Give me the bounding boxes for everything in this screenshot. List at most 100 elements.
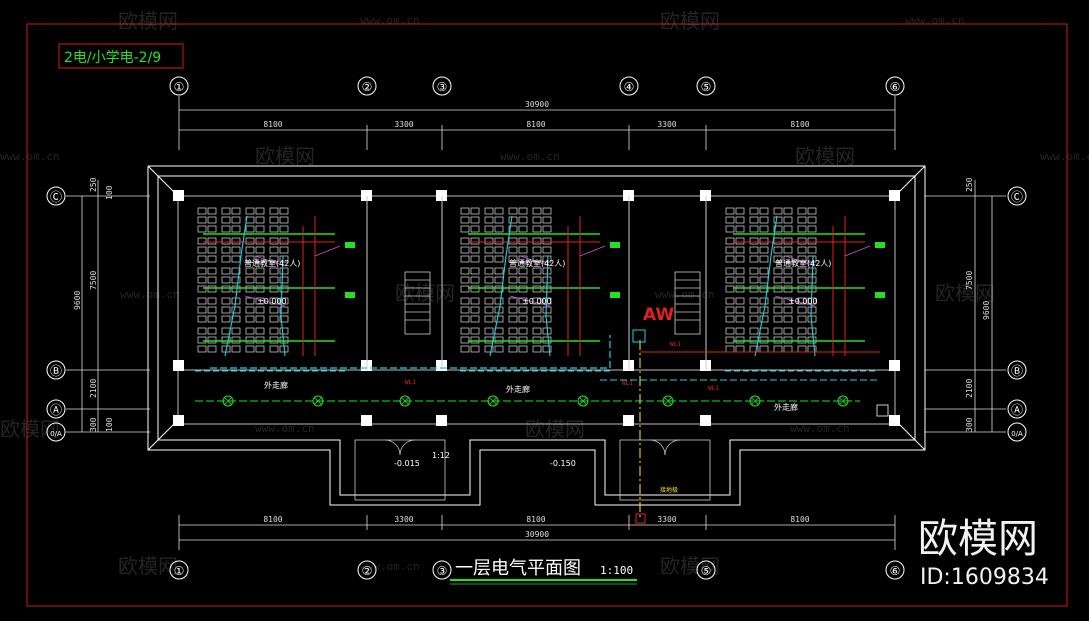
dim-span-2: 3300 [394, 120, 413, 129]
axis-label-5: ⑤ [701, 80, 712, 94]
column-axis-bottom [169, 560, 905, 580]
drawing-scale: 1:100 [600, 564, 633, 577]
watermark-layer: 欧模网 www.om.cn 欧模网 www.om.cn www.om.cn 欧模… [0, 9, 1089, 578]
main-feeders [210, 335, 880, 520]
axis-label-6-bottom: ⑥ [890, 564, 901, 578]
dim-vert-span-2-left: 2100 [89, 379, 98, 398]
watermark-logo: 欧模网 [795, 144, 855, 168]
dim-span-1: 8100 [263, 120, 282, 129]
entrance-left [354, 439, 446, 501]
dim-small-1-right: 250 [965, 177, 974, 192]
interior-walls [366, 196, 707, 370]
ground-electrode-label: 接地极 [660, 486, 678, 494]
wire-tag-3: WL1 [670, 341, 681, 348]
dim-span-5-bottom: 8100 [790, 515, 809, 524]
watermark-logo: 欧模网 [255, 144, 315, 168]
entry-elev-2: -0.150 [550, 459, 576, 468]
distribution-panel-box [632, 329, 646, 343]
watermark-logo: 欧模网 [118, 9, 178, 33]
corridor-lighting-circuit [195, 395, 860, 407]
building-outline [147, 165, 926, 506]
dim-small-2-left: 100 [105, 185, 114, 200]
stair-left [404, 271, 431, 335]
dim-span-3: 8100 [526, 120, 545, 129]
distribution-panel-label: AW [643, 305, 674, 325]
entrance-right [619, 439, 711, 501]
dim-vert-span-1-right: 7500 [965, 271, 974, 290]
sheet-tag: 2电/小学电-2/9 [64, 50, 161, 66]
watermark-logo: 欧模网 [660, 9, 720, 33]
row-label-0a-right: 0/A [1011, 430, 1023, 438]
corridor-label-1: 外走廊 [264, 380, 288, 390]
watermark-site: www.om.cn [1040, 150, 1089, 163]
classroom-2 [459, 208, 621, 372]
watermark-site: www.om.cn [0, 150, 60, 163]
watermark-site: www.om.cn [255, 422, 315, 435]
dim-span-3-bottom: 8100 [526, 515, 545, 524]
wire-tag-2: WL1 [622, 380, 633, 387]
wire-tag-4: WL1 [708, 385, 719, 392]
left-dimension-lines [66, 180, 150, 433]
dim-total-top: 30900 [525, 100, 549, 109]
dim-span-2-bottom: 3300 [394, 515, 413, 524]
dim-span-4: 3300 [657, 120, 676, 129]
classroom-label-3: 普通教室(42人) [775, 258, 831, 268]
corridor-label-2: 外走廊 [506, 384, 530, 394]
dim-span-1-bottom: 8100 [263, 515, 282, 524]
dim-vert-span-1-left: 7500 [89, 271, 98, 290]
watermark-logo: 欧模网 [935, 281, 995, 305]
watermark-logo: 欧模网 [0, 417, 60, 441]
watermark-site: www.om.cn [500, 150, 560, 163]
watermark-site: www.om.cn [790, 422, 850, 435]
classroom-elev-1: ±0.000 [257, 297, 287, 306]
watermark-site: www.om.cn [120, 288, 180, 301]
stair-right [674, 271, 701, 335]
column-axis-top [169, 76, 905, 96]
classroom-3 [724, 208, 886, 372]
top-dimension-lines [178, 96, 896, 150]
entry-elev-1: -0.015 [394, 459, 420, 468]
drawing-title: 一层电气平面图 [455, 558, 581, 579]
watermark-logo: 欧模网 [660, 554, 720, 578]
corridor-label-3: 外走廊 [774, 402, 798, 412]
ramp-slope: 1:12 [432, 451, 450, 460]
classroom-elev-2: ±0.000 [522, 297, 552, 306]
watermark-logo: 欧模网 [525, 417, 585, 441]
sheet-tag-box [58, 43, 184, 69]
dim-span-5: 8100 [790, 120, 809, 129]
axis-label-6: ⑥ [890, 80, 901, 94]
row-axis-right [1007, 186, 1027, 442]
axis-label-3-bottom: ③ [437, 564, 448, 578]
dim-small-3-left: 300 [89, 417, 98, 432]
watermark-id: ID:1609834 [920, 565, 1049, 590]
axis-label-2: ② [362, 80, 373, 94]
watermark-site: www.om.cn [905, 14, 965, 27]
axis-label-1: ① [174, 80, 185, 94]
row-label-c-right: Ⓒ [1011, 190, 1023, 204]
dim-span-4-bottom: 3300 [657, 515, 676, 524]
dim-vert-total-left: 9600 [73, 291, 82, 310]
axis-label-4: ④ [624, 80, 635, 94]
classroom-1 [194, 208, 356, 372]
ground-electrode-symbol [635, 513, 646, 524]
structural-columns [173, 190, 900, 426]
dim-total-bottom: 30900 [525, 530, 549, 539]
row-label-0a: 0/A [50, 430, 62, 438]
right-dimension-lines [925, 180, 1006, 433]
wire-tag-1: WL1 [405, 379, 416, 386]
axis-label-3: ③ [437, 80, 448, 94]
sheet-frame [26, 23, 1068, 607]
axis-label-2-bottom: ② [362, 564, 373, 578]
dim-vert-span-2-right: 2100 [965, 379, 974, 398]
row-label-c: Ⓒ [50, 190, 62, 204]
dim-small-4-left: 100 [105, 417, 114, 432]
dim-vert-total-right: 9600 [982, 301, 991, 320]
shaft-box [876, 404, 889, 417]
classroom-label-2: 普通教室(42人) [509, 258, 565, 268]
row-label-b: Ⓑ [50, 364, 62, 378]
row-label-a-right: Ⓐ [1011, 403, 1023, 417]
watermark-site: www.om.cn [360, 14, 420, 27]
row-axis-left [46, 186, 66, 442]
